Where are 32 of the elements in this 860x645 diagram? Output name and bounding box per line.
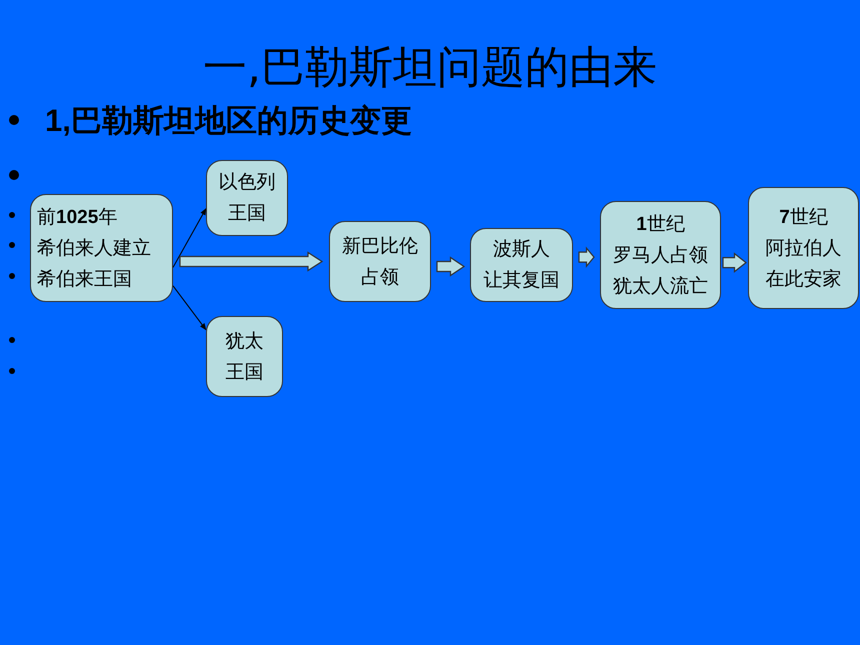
event-text: 让其复国 <box>484 268 560 293</box>
block-arrow <box>578 246 595 268</box>
event-text: 在此安家 <box>766 266 842 292</box>
event-box <box>30 194 173 302</box>
event-text: 前1025年 <box>37 204 118 230</box>
arrow <box>172 208 206 268</box>
arrow <box>172 285 206 330</box>
event-text: 罗马人占领 <box>613 242 708 268</box>
event-box <box>329 221 431 302</box>
event-text: 7世纪 <box>779 204 828 230</box>
event-text: 希伯来人建立 <box>37 236 151 260</box>
event-text: 希伯来王国 <box>37 266 132 292</box>
event-box <box>470 228 573 302</box>
event-box <box>600 201 721 309</box>
event-text: 王国 <box>226 360 264 384</box>
event-text: 犹太 <box>226 328 264 354</box>
event-text: 占领 <box>361 264 399 290</box>
section-heading: 1,巴勒斯坦地区的历史变更 <box>45 102 412 140</box>
event-text: 阿拉伯人 <box>766 236 842 260</box>
block-arrow <box>179 251 324 272</box>
block-arrow <box>436 256 466 277</box>
event-box <box>748 187 859 309</box>
event-box <box>206 316 283 397</box>
event-text: 1世纪 <box>636 212 685 236</box>
slide-title: 一,巴勒斯坦问题的由来 <box>202 41 658 95</box>
event-text: 波斯人 <box>493 237 550 262</box>
block-arrow <box>722 252 747 273</box>
event-text: 犹太人流亡 <box>613 274 708 298</box>
event-box <box>206 160 288 236</box>
event-text: 王国 <box>228 201 266 226</box>
event-text: 新巴比伦 <box>342 234 418 258</box>
event-text: 以色列 <box>218 170 276 195</box>
